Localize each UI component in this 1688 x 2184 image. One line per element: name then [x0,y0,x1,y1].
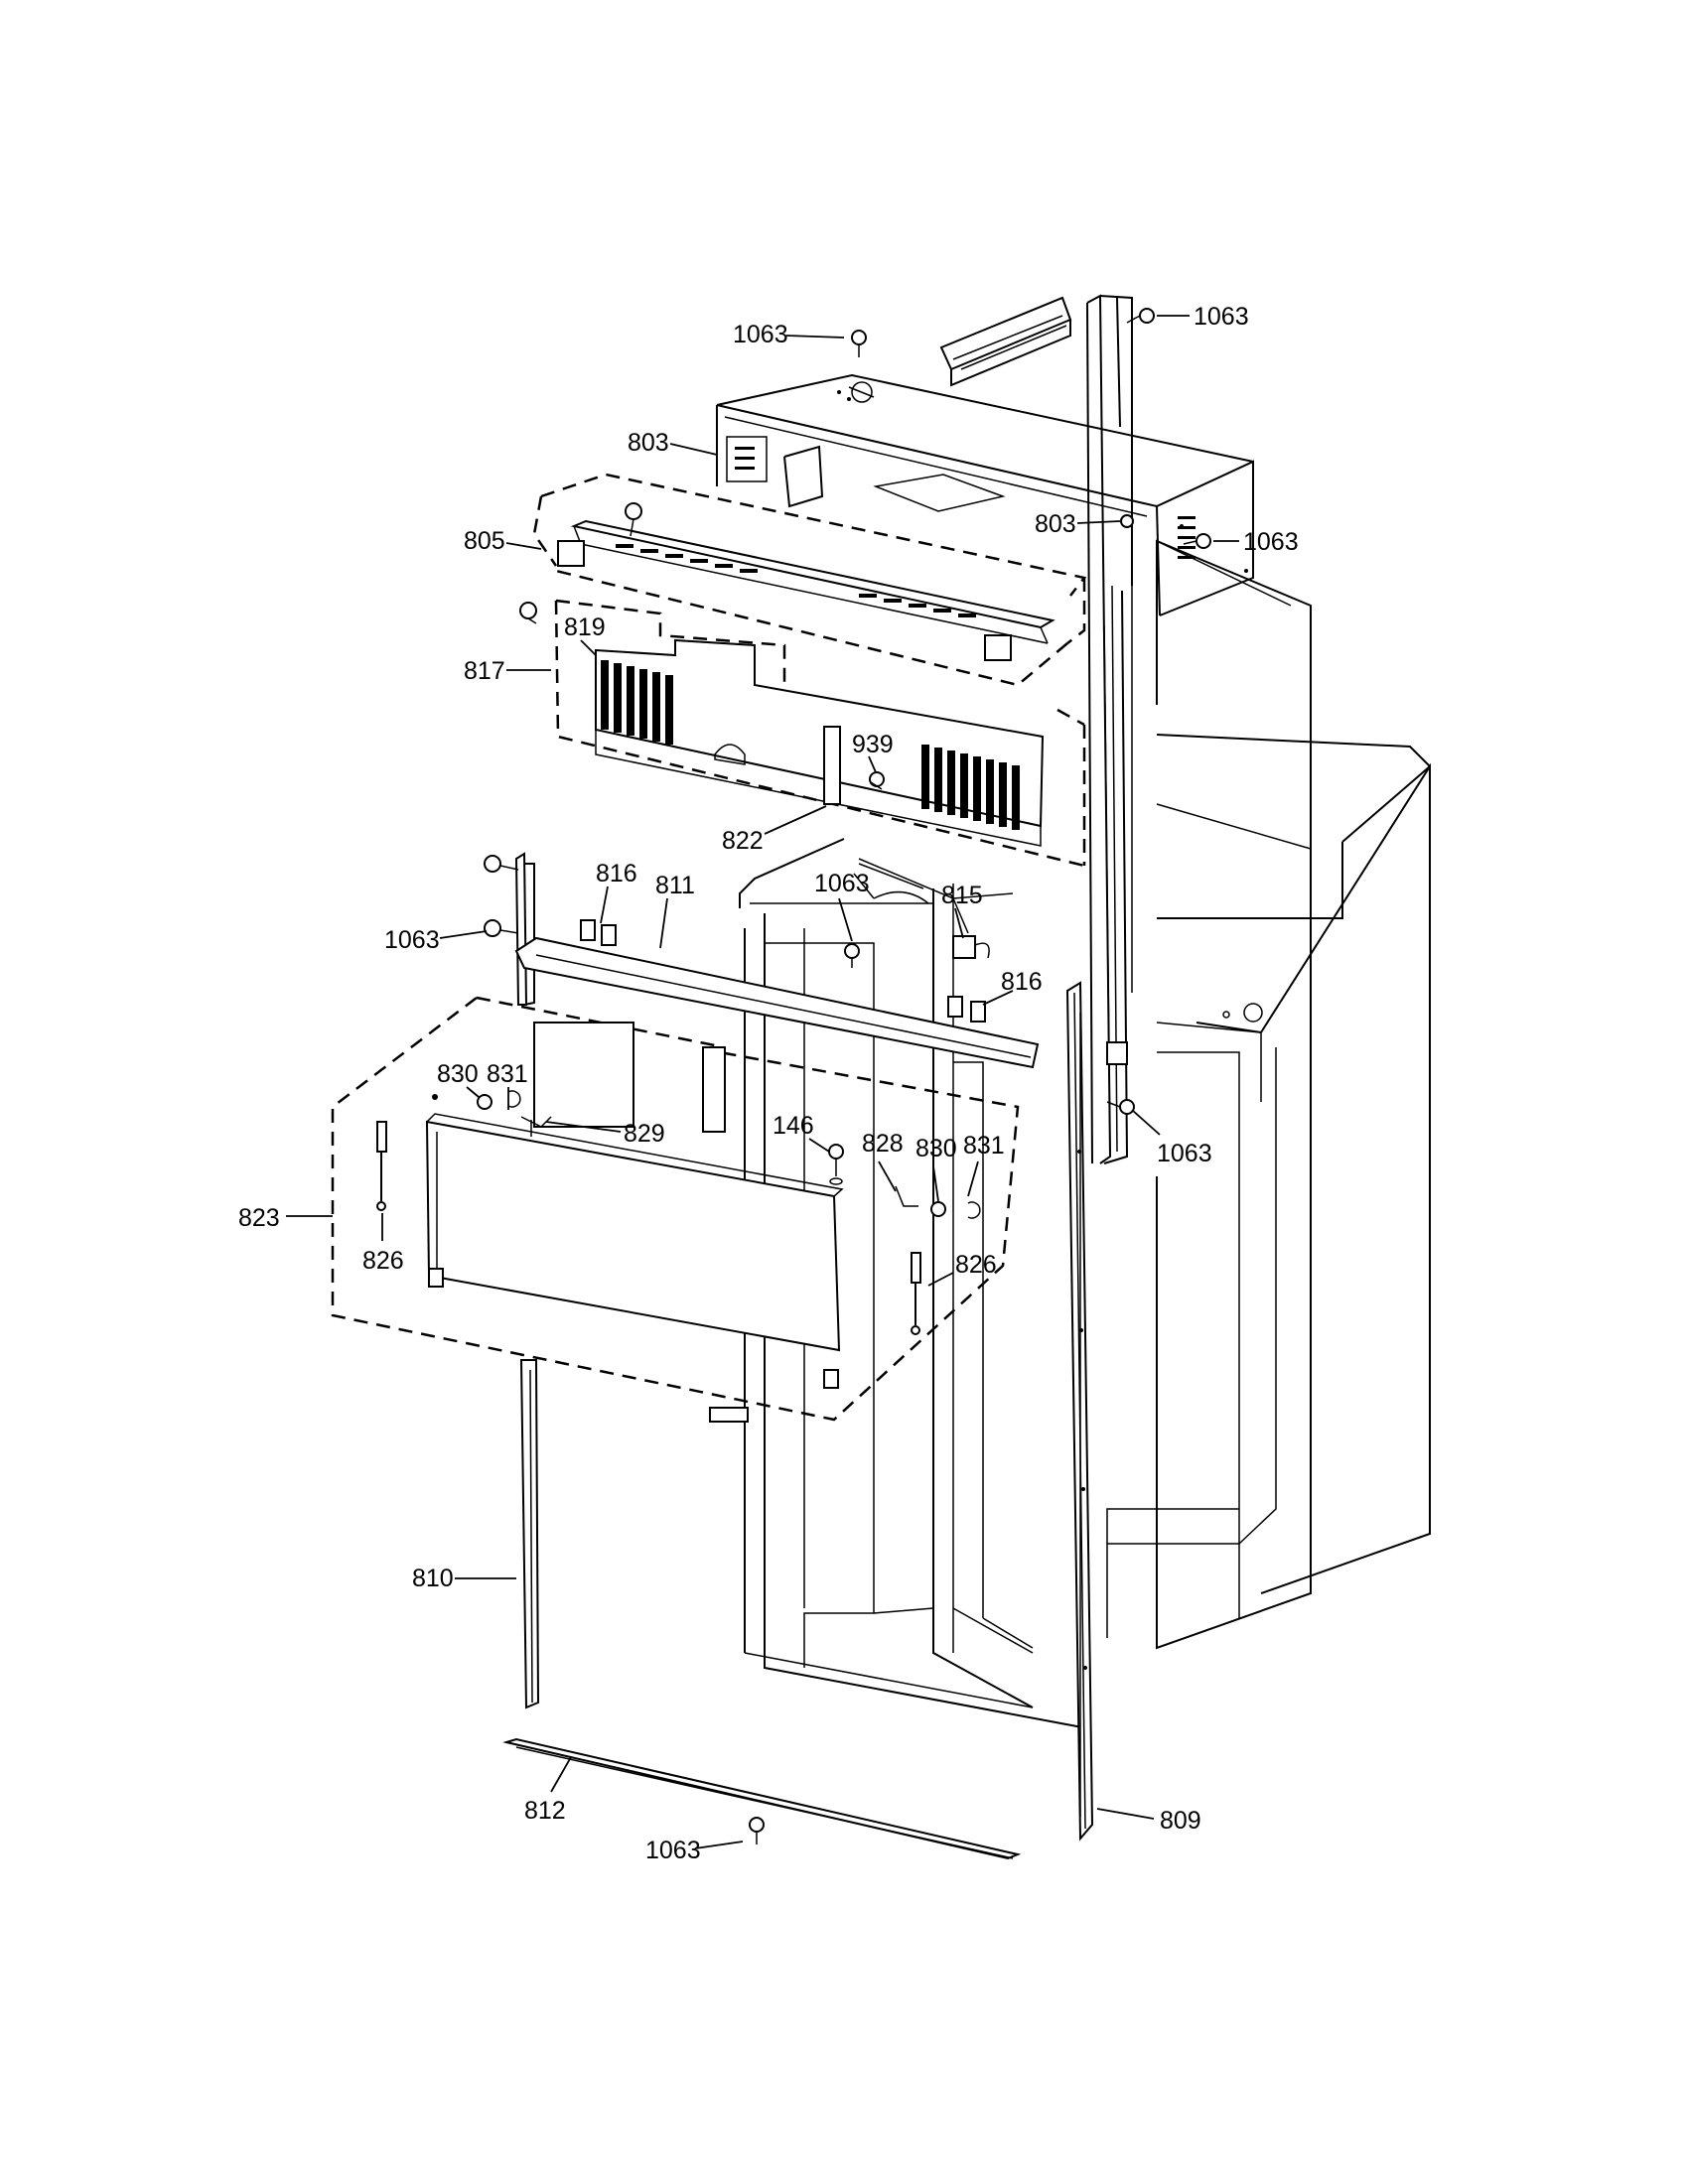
vent-panel-slots-right [921,745,1020,830]
label-828: 828 [862,1130,904,1158]
label-803-right: 803 [1035,510,1076,538]
label-810: 810 [412,1565,454,1592]
top-rail-piece [939,296,1072,387]
label-831-left: 831 [487,1060,528,1088]
label-1063-middle: 1063 [814,870,870,897]
label-146: 146 [773,1112,814,1140]
control-box [716,373,1254,616]
hinge-parts-left [477,1090,552,1137]
label-823: 823 [238,1204,280,1232]
center-vertical-posts [1086,294,1133,1164]
label-1063-top-right: 1063 [1194,303,1249,331]
gas-strut-right [911,1252,921,1335]
top-screws [851,308,1211,1115]
label-809: 809 [1160,1807,1201,1835]
leader-lines [286,315,1239,1849]
drawer-assembly-823 [331,996,1020,1423]
component-815 [844,935,990,968]
bracket-slots [616,544,976,617]
label-830-right: 830 [915,1135,957,1162]
label-803-left: 803 [628,429,669,457]
label-829: 829 [624,1120,665,1148]
label-819: 819 [564,614,606,641]
label-830-left: 830 [437,1060,479,1088]
label-816-right: 816 [1001,968,1043,996]
label-812: 812 [524,1797,566,1825]
label-817: 817 [464,657,505,685]
bottom-rail-812 [502,1737,1022,1860]
hinge-parts-right [895,1185,981,1219]
label-1063-right-box: 1063 [1243,528,1299,556]
right-side-rail-809 [1065,981,1094,1842]
callout-labels: 1063 1063 803 803 1063 805 819 817 939 8… [238,303,1299,1864]
label-816-left: 816 [596,860,637,887]
label-1063-right-rail: 1063 [1157,1140,1212,1167]
label-939: 939 [852,731,894,758]
vent-panel-slots-left [601,660,673,745]
label-1063-left: 1063 [384,926,440,954]
hinge-bracket-811 [514,919,1040,1069]
vent-panel-assembly-817 [554,599,1086,868]
label-1063-bottom: 1063 [645,1837,701,1864]
label-831-right: 831 [963,1132,1005,1160]
label-822: 822 [722,827,764,855]
label-815: 815 [941,882,983,909]
label-826-right: 826 [955,1251,997,1279]
gas-strut-left [376,1121,387,1211]
control-box-vents [735,447,1196,559]
label-826-left: 826 [362,1247,404,1275]
label-1063-top-center: 1063 [733,321,788,348]
label-805: 805 [464,527,505,555]
bracket-assembly-805 [519,473,1087,687]
label-811: 811 [655,872,695,899]
screw-146 [828,1144,844,1185]
